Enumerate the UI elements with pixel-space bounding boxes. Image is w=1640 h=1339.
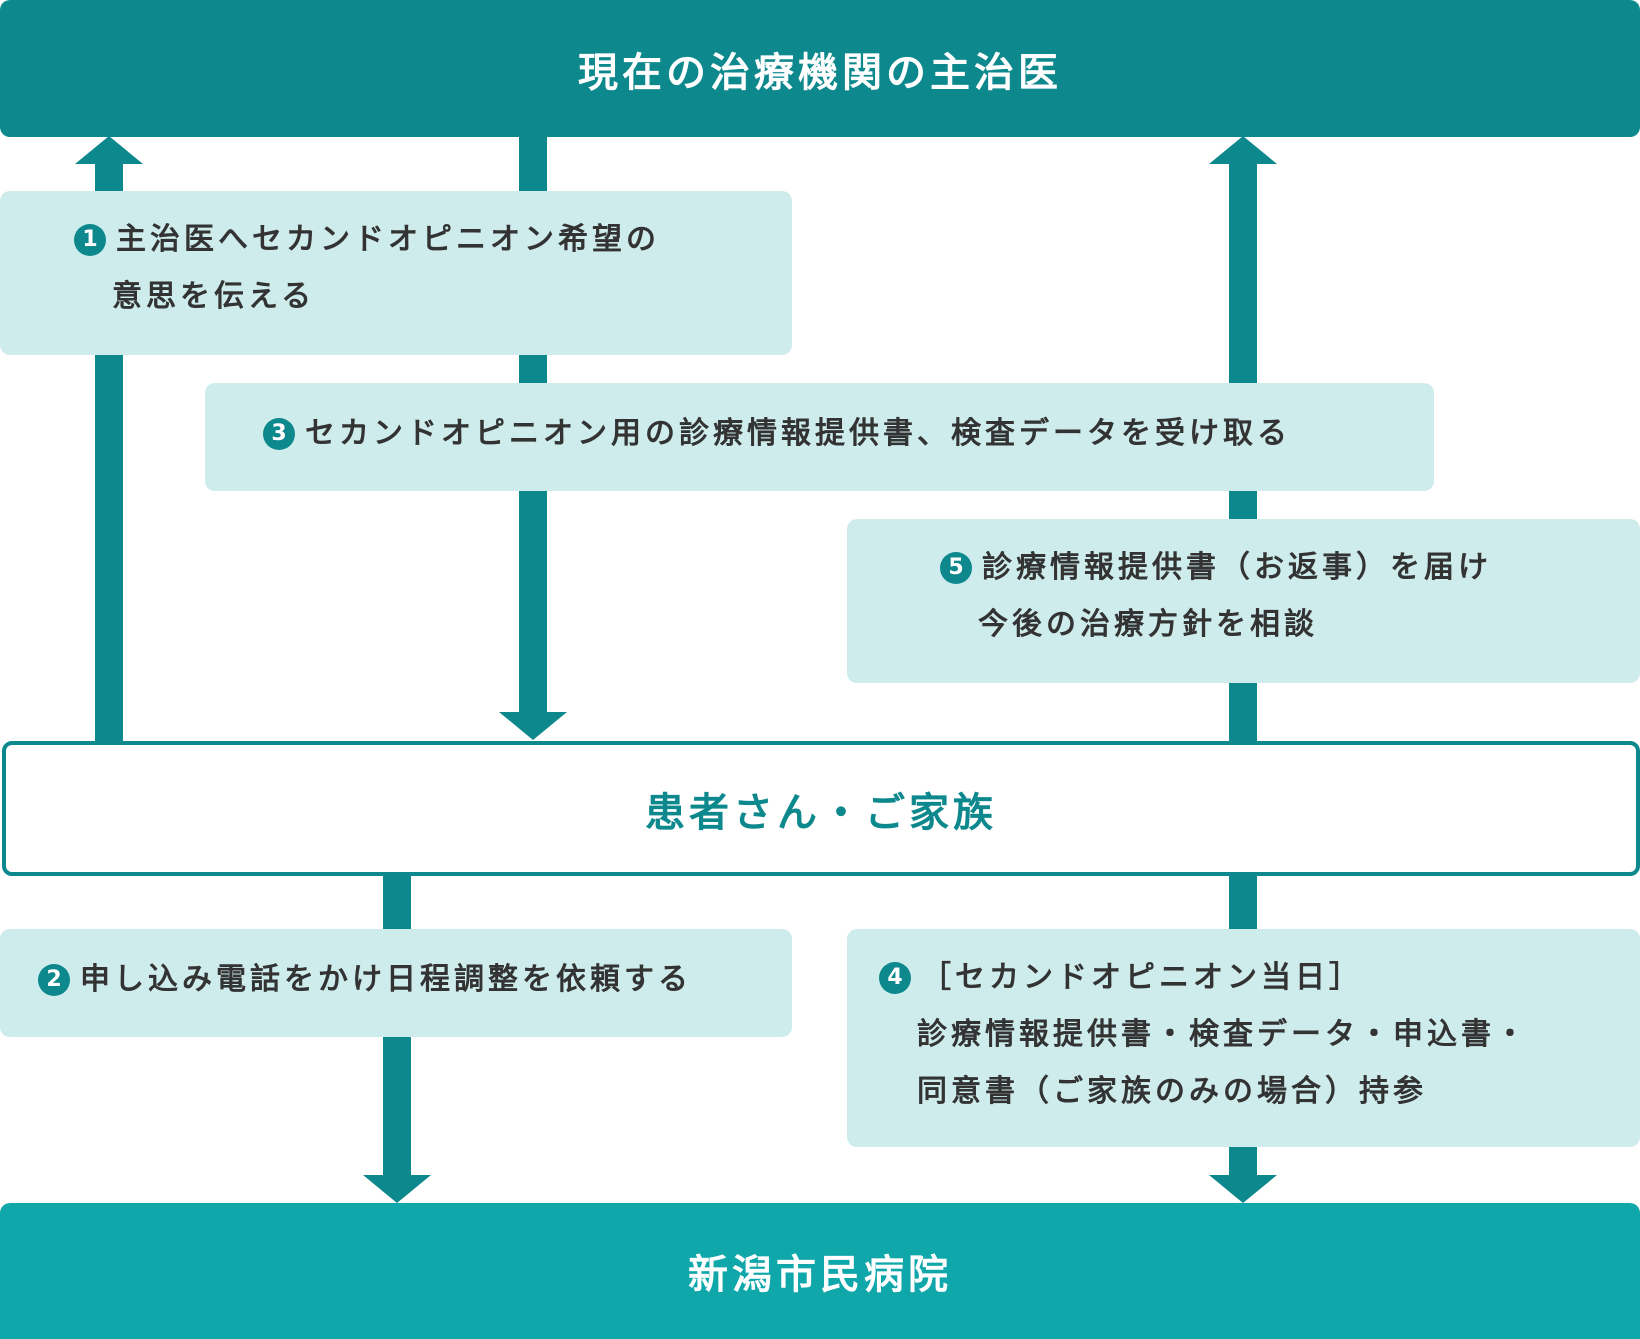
step-4-text-1: ［セカンドオピニオン当日］ xyxy=(921,960,1363,995)
step-3-number-badge: 3 xyxy=(263,418,295,450)
step-2-number-badge: 2 xyxy=(38,964,70,996)
step-4-number-badge: 4 xyxy=(879,962,911,994)
hospital-bar: 新潟市民病院 xyxy=(0,1203,1640,1339)
step-3-text-1: セカンドオピニオン用の診療情報提供書、検査データを受け取る xyxy=(305,416,1291,451)
step-4-box: 4 ［セカンドオピニオン当日］ 診療情報提供書・検査データ・申込書・ 同意書（ご家… xyxy=(847,929,1640,1147)
arrow-1-head xyxy=(75,136,143,164)
patient-family-box: 患者さん・ご家族 xyxy=(2,741,1640,876)
hospital-label: 新潟市民病院 xyxy=(688,1252,952,1298)
step-3-box: 3 セカンドオピニオン用の診療情報提供書、検査データを受け取る xyxy=(205,383,1434,491)
current-doctor-label: 現在の治療機関の主治医 xyxy=(578,49,1062,96)
step-1-box: 1 主治医へセカンドオピニオン希望の 意思を伝える xyxy=(0,191,792,355)
step-1-line-1: 1 主治医へセカンドオピニオン希望の xyxy=(74,211,792,268)
step-2-text-1: 申し込み電話をかけ日程調整を依頼する xyxy=(80,962,692,997)
step-5-box: 5 診療情報提供書（お返事）を届け 今後の治療方針を相談 xyxy=(847,519,1640,683)
arrow-2-head xyxy=(363,1175,431,1203)
step-1-text-2: 意思を伝える xyxy=(112,279,316,314)
step-3-line-1: 3 セカンドオピニオン用の診療情報提供書、検査データを受け取る xyxy=(263,405,1434,462)
step-1-number-badge: 1 xyxy=(74,224,106,256)
step-2-box: 2 申し込み電話をかけ日程調整を依頼する xyxy=(0,929,792,1037)
arrow-5-head xyxy=(1209,136,1277,164)
step-4-text-3: 同意書（ご家族のみの場合）持参 xyxy=(917,1074,1427,1109)
step-5-text-1: 診療情報提供書（お返事）を届け xyxy=(982,550,1492,585)
step-4-text-2: 診療情報提供書・検査データ・申込書・ xyxy=(917,1017,1529,1052)
step-4-line-1: 4 ［セカンドオピニオン当日］ xyxy=(879,949,1640,1006)
current-doctor-bar: 現在の治療機関の主治医 xyxy=(0,0,1640,137)
step-5-text-2: 今後の治療方針を相談 xyxy=(978,607,1318,642)
arrow-3-head xyxy=(499,712,567,740)
step-5-number-badge: 5 xyxy=(940,552,972,584)
step-5-line-1: 5 診療情報提供書（お返事）を届け xyxy=(940,539,1640,596)
patient-family-label: 患者さん・ご家族 xyxy=(645,789,997,836)
step-2-line-1: 2 申し込み電話をかけ日程調整を依頼する xyxy=(38,951,792,1008)
step-1-text-1: 主治医へセカンドオピニオン希望の xyxy=(116,222,660,257)
arrow-4-head xyxy=(1209,1175,1277,1203)
